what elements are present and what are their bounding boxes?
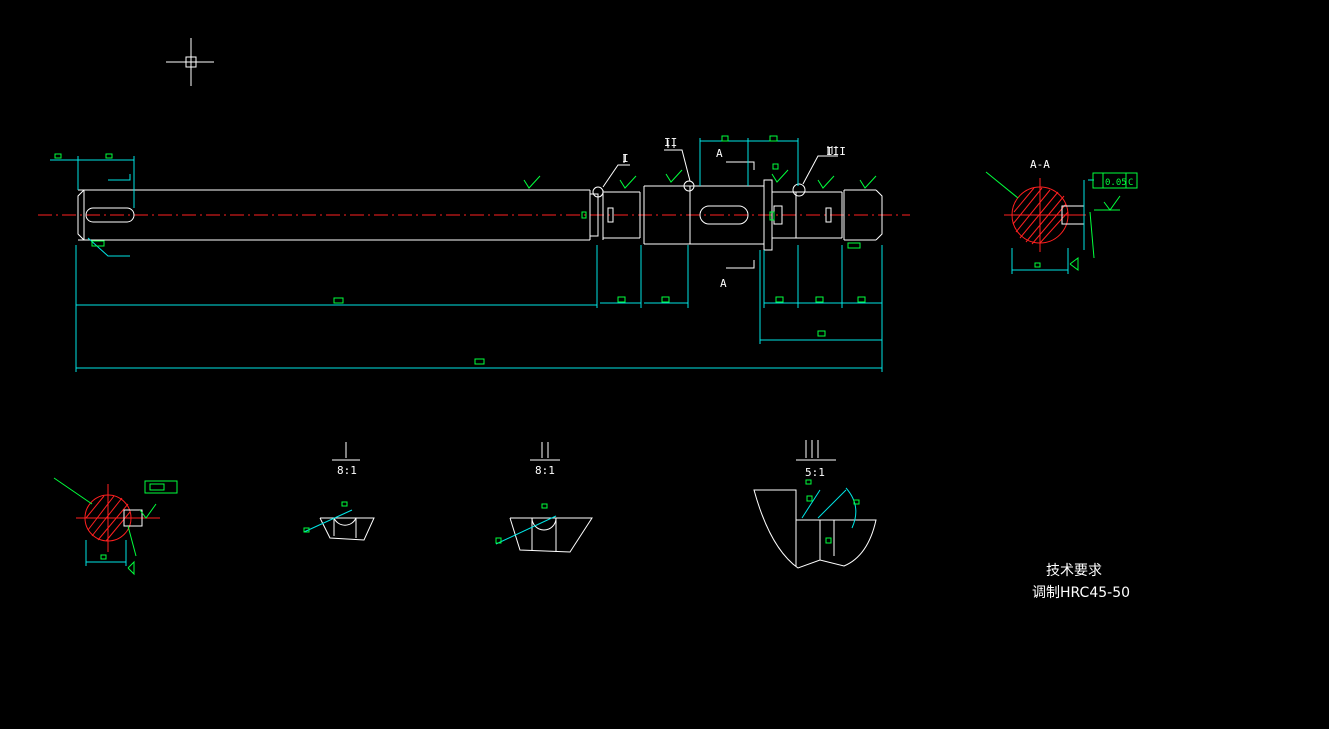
tech-req-body: 调制HRC45-50 bbox=[1032, 585, 1131, 601]
section-cut-a: A A bbox=[716, 147, 755, 290]
scale-1: 8:1 bbox=[337, 464, 357, 477]
section-view-left bbox=[53, 477, 178, 576]
section-mark-bottom: A bbox=[720, 277, 727, 290]
shaft-outline bbox=[77, 179, 883, 251]
detail-view-2: 8:1 bbox=[495, 442, 593, 553]
leader-label-1: I bbox=[622, 152, 629, 165]
dimension-value-markers bbox=[54, 135, 866, 365]
tolerance-value: 0.05 bbox=[1105, 178, 1127, 188]
crosshair-cursor bbox=[166, 38, 214, 86]
detail-leader-labels: I II III bbox=[622, 136, 846, 165]
detail-view-1: 8:1 bbox=[303, 442, 375, 541]
leader-label-3: III bbox=[826, 145, 846, 158]
section-mark-top: A bbox=[716, 147, 723, 160]
scale-3: 5:1 bbox=[805, 466, 825, 479]
section-view-aa: A-A 0.05 C bbox=[985, 158, 1138, 274]
detail-view-3: 5:1 bbox=[753, 440, 877, 569]
dimension-lines bbox=[50, 138, 883, 372]
scale-2: 8:1 bbox=[535, 464, 555, 477]
tech-req-title: 技术要求 bbox=[1046, 563, 1102, 579]
datum-ref: C bbox=[1128, 178, 1133, 188]
surface-finish-symbols bbox=[523, 169, 877, 189]
detail-markers bbox=[592, 140, 838, 198]
section-aa-label: A-A bbox=[1030, 158, 1050, 171]
leader-label-2: II bbox=[664, 136, 677, 149]
